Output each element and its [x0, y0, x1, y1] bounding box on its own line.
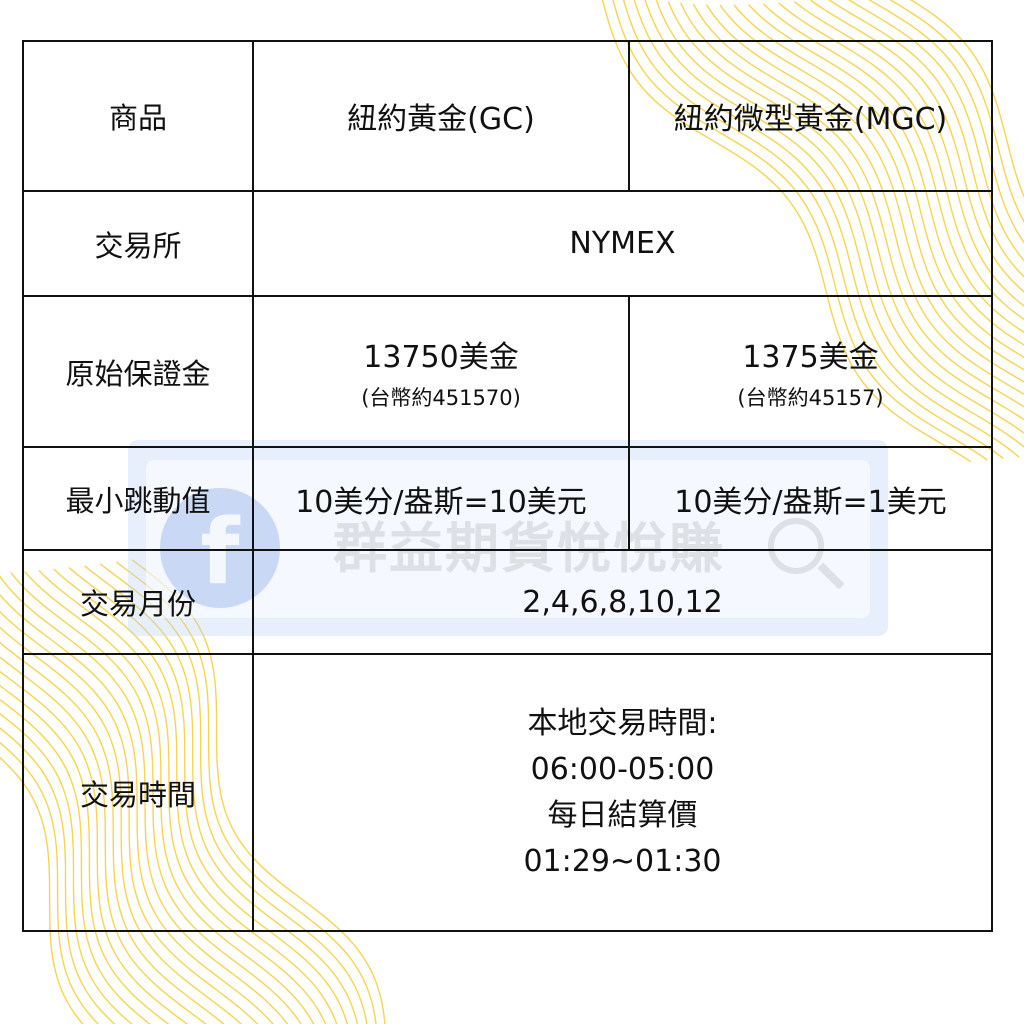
exchange-value: NYMEX — [252, 190, 993, 297]
row-label: 商品 — [22, 40, 254, 192]
mgc-tick: 10美分/盎斯=1美元 — [628, 446, 993, 551]
row-label: 交易所 — [22, 190, 254, 297]
table-row-product: 商品 紐約黃金(GC) 紐約微型黃金(MGC) — [22, 40, 993, 192]
row-label: 最小跳動值 — [22, 446, 254, 551]
gold-futures-spec-table: 商品 紐約黃金(GC) 紐約微型黃金(MGC) 交易所 NYMEX 原始保證金 … — [22, 40, 993, 932]
table-row-exchange: 交易所 NYMEX — [22, 190, 993, 297]
hours-line: 本地交易時間: — [527, 705, 718, 741]
hours-line: 01:29~01:30 — [523, 843, 722, 879]
gc-product: 紐約黃金(GC) — [252, 40, 630, 192]
mgc-product: 紐約微型黃金(MGC) — [628, 40, 993, 192]
gc-margin-twd: (台幣約451570) — [361, 385, 521, 410]
hours-line: 06:00-05:00 — [530, 751, 715, 787]
row-label: 原始保證金 — [22, 295, 254, 448]
table-row-margin: 原始保證金 13750美金 (台幣約451570) 1375美金 (台幣約451… — [22, 295, 993, 448]
gc-margin-usd: 13750美金 — [363, 339, 519, 375]
mgc-margin: 1375美金 (台幣約45157) — [628, 295, 993, 448]
row-label: 交易月份 — [22, 549, 254, 655]
hours-value: 本地交易時間: 06:00-05:00 每日結算價 01:29~01:30 — [252, 653, 993, 932]
table-row-tick: 最小跳動值 10美分/盎斯=10美元 10美分/盎斯=1美元 — [22, 446, 993, 551]
mgc-margin-usd: 1375美金 — [742, 339, 879, 375]
row-label: 交易時間 — [22, 653, 254, 932]
table-row-months: 交易月份 2,4,6,8,10,12 — [22, 549, 993, 655]
gc-tick: 10美分/盎斯=10美元 — [252, 446, 630, 551]
gc-margin: 13750美金 (台幣約451570) — [252, 295, 630, 448]
hours-line: 每日結算價 — [547, 797, 698, 833]
table-row-hours: 交易時間 本地交易時間: 06:00-05:00 每日結算價 01:29~01:… — [22, 653, 993, 932]
months-value: 2,4,6,8,10,12 — [252, 549, 993, 655]
mgc-margin-twd: (台幣約45157) — [737, 385, 884, 410]
